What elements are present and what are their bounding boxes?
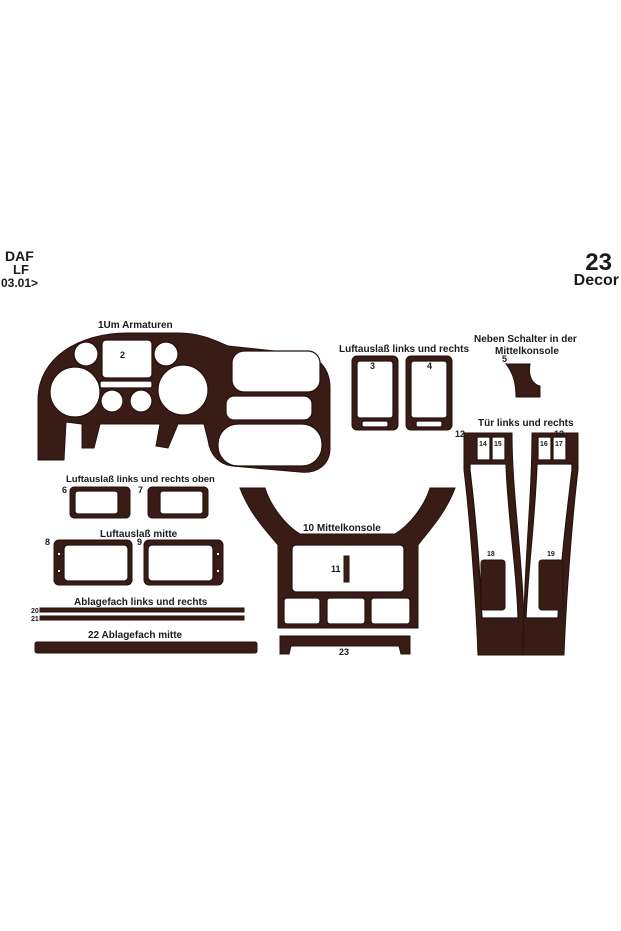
part-5-beside-switch: 5 (502, 354, 541, 398)
label-center-console: 10 Mittelkonsole (303, 523, 381, 534)
part-20-storage-strip: 20 (31, 607, 245, 615)
part-number-3: 3 (370, 361, 375, 371)
part-19-door-insert-right: 19 (538, 551, 564, 611)
part-18-door-insert-left: 18 (480, 551, 506, 611)
part-12-door-left: 12 (455, 429, 526, 656)
part-23-console-lower-strip: 23 (279, 635, 411, 657)
header-right: 23 Decor (574, 249, 619, 289)
part-number-8: 8 (45, 537, 50, 547)
part-15-switch-frame: 15 (491, 436, 506, 461)
part-number-15: 15 (494, 441, 502, 448)
part-number-9: 9 (137, 537, 142, 547)
part-number-20: 20 (31, 608, 39, 615)
part-number-21: 21 (31, 616, 39, 623)
part-number-18: 18 (487, 551, 495, 558)
part-4-vent-right: 4 (405, 355, 453, 431)
model-label: LF (13, 262, 29, 277)
label-doors: Tür links und rechts (478, 418, 574, 429)
label-beside-switch-line2: Mittelkonsole (495, 346, 559, 357)
part-number-4: 4 (427, 361, 432, 371)
label-beside-switch-line1: Neben Schalter in der (474, 334, 577, 345)
label-vents-left-right: Luftauslaß links und rechts (339, 344, 469, 355)
label-vents-middle: Luftauslaß mitte (100, 529, 178, 540)
part-8-vent-middle-left: 8 (45, 537, 133, 586)
part-2-display-frame: 2 (101, 339, 153, 379)
label-storage-left-right: Ablagefach links und rechts (74, 597, 208, 608)
part-6-vent-top-left: 6 (62, 485, 131, 519)
part-1-instrument-surround (37, 332, 331, 473)
part-number-13: 13 (554, 429, 564, 439)
label-instrument-surround: 1Um Armaturen (98, 320, 173, 331)
part-9-vent-middle-right: 9 (137, 537, 224, 586)
part-number-12: 12 (455, 429, 465, 439)
brand-label: DAF (5, 248, 34, 264)
part-14-switch-frame: 14 (476, 436, 491, 461)
label-vents-top: Luftauslaß links und rechts oben (66, 474, 215, 485)
part-22-storage-middle-strip (34, 641, 258, 654)
part-number-14: 14 (479, 441, 487, 448)
part-number-23: 23 (339, 647, 349, 657)
part-number-7: 7 (138, 485, 143, 495)
kit-number-label: 23 (585, 249, 612, 276)
part-11-console-strip: 11 (331, 555, 350, 583)
label-storage-middle: 22 Ablagefach mitte (88, 630, 183, 641)
part-7-vent-top-right: 7 (138, 485, 209, 519)
part-number-16: 16 (540, 441, 548, 448)
part-number-11: 11 (331, 564, 341, 574)
part-21-storage-strip: 21 (31, 615, 245, 623)
header-left: DAF LF 03.01> (1, 248, 38, 290)
part-16-switch-frame: 16 (537, 436, 552, 461)
part-number-2: 2 (120, 350, 125, 360)
part-number-19: 19 (547, 551, 555, 558)
part-number-17: 17 (555, 441, 563, 448)
kit-type-label: Decor (574, 272, 619, 289)
part-number-6: 6 (62, 485, 67, 495)
part-17-switch-frame: 17 (552, 436, 567, 461)
production-date-label: 03.01> (1, 276, 38, 290)
part-number-5: 5 (502, 354, 507, 364)
part-13-door-right: 13 (522, 429, 579, 656)
part-3-vent-left: 3 (351, 355, 399, 431)
